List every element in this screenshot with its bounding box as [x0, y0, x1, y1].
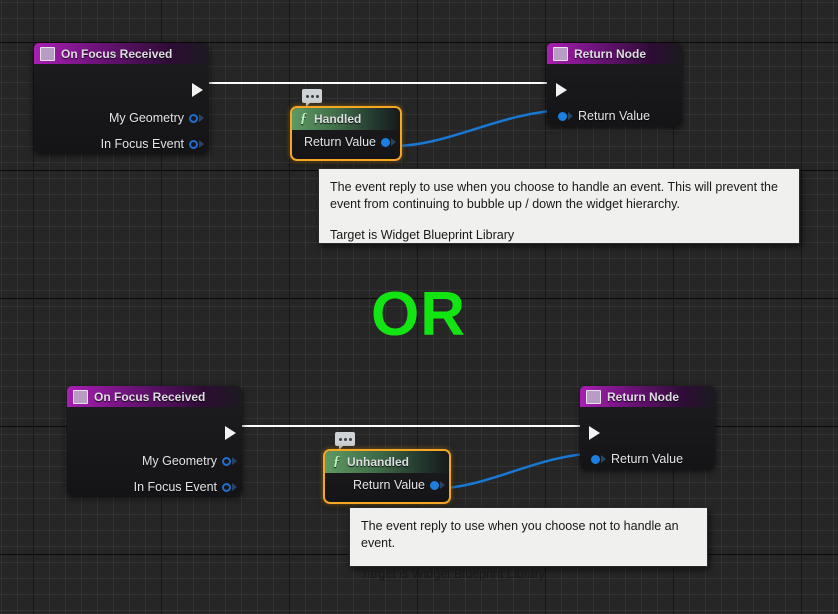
pin-label: Return Value [611, 452, 684, 466]
pin-return-value[interactable]: Return Value [299, 135, 396, 149]
node-unhandled[interactable]: ƒ Unhandled Return Value [323, 449, 451, 504]
struct-pin-icon [222, 482, 237, 492]
pin-exec-in[interactable] [589, 426, 600, 440]
node-title: Return Node [574, 46, 646, 61]
pin-my-geometry[interactable]: My Geometry [104, 111, 204, 125]
exec-pin-icon [192, 83, 203, 97]
pin-return-value[interactable]: Return Value [348, 478, 445, 492]
data-wire-1 [392, 108, 566, 148]
node-header: On Focus Received [34, 43, 209, 64]
function-f-icon: ƒ [300, 111, 307, 126]
tooltip-paragraph: Target is Widget Blueprint Library [330, 228, 515, 242]
node-return-1[interactable]: Return Node Return Value [547, 43, 682, 126]
pin-label: Return Value [578, 109, 651, 123]
pin-label: My Geometry [108, 111, 184, 125]
node-on-focus-received-2[interactable]: On Focus Received My Geometry In Focus E… [67, 386, 242, 496]
pin-exec-out[interactable] [192, 83, 203, 97]
event-node-icon [73, 389, 88, 404]
tooltip-unhandled: The event reply to use when you choose n… [349, 507, 708, 581]
exec-pin-icon [556, 83, 567, 97]
pin-label: In Focus Event [100, 137, 184, 151]
node-on-focus-received-1[interactable]: On Focus Received My Geometry In Focus E… [34, 43, 209, 153]
pin-exec-out[interactable] [225, 426, 236, 440]
function-f-icon: ƒ [333, 454, 340, 469]
node-return-2[interactable]: Return Node Return Value [580, 386, 715, 469]
return-node-icon [553, 46, 568, 61]
pin-label: Return Value [352, 478, 425, 492]
tooltip-paragraph: The event reply to use when you choose n… [361, 519, 679, 550]
data-wire-2 [430, 451, 599, 491]
tooltip-handled: The event reply to use when you choose t… [318, 168, 800, 244]
event-node-icon [40, 46, 55, 61]
struct-pin-icon [430, 480, 445, 490]
pin-return-value[interactable]: Return Value [558, 109, 655, 123]
node-title: Unhandled [347, 455, 409, 469]
comment-bubble-icon[interactable] [302, 89, 322, 107]
node-handled[interactable]: ƒ Handled Return Value [290, 106, 402, 161]
struct-pin-icon [591, 454, 606, 464]
pin-my-geometry[interactable]: My Geometry [137, 454, 237, 468]
node-header: Return Node [547, 43, 682, 64]
pin-label: My Geometry [141, 454, 217, 468]
pin-label: In Focus Event [133, 480, 217, 494]
node-header: Return Node [580, 386, 715, 407]
struct-pin-icon [222, 456, 237, 466]
struct-pin-icon [558, 111, 573, 121]
pin-label: Return Value [303, 135, 376, 149]
node-header: On Focus Received [67, 386, 242, 407]
pin-in-focus-event[interactable]: In Focus Event [96, 137, 204, 151]
pin-in-focus-event[interactable]: In Focus Event [129, 480, 237, 494]
tooltip-paragraph: Target is Widget Blueprint Library [361, 567, 546, 581]
pin-return-value[interactable]: Return Value [591, 452, 688, 466]
return-node-icon [586, 389, 601, 404]
exec-pin-icon [589, 426, 600, 440]
node-title: Return Node [607, 389, 679, 404]
node-title: On Focus Received [61, 46, 173, 61]
node-title: On Focus Received [94, 389, 206, 404]
struct-pin-icon [189, 139, 204, 149]
node-header: ƒ Handled [292, 108, 400, 130]
or-label: OR [371, 280, 466, 349]
node-title: Handled [314, 112, 362, 126]
node-header: ƒ Unhandled [325, 451, 449, 473]
comment-bubble-icon[interactable] [335, 432, 355, 450]
struct-pin-icon [381, 137, 396, 147]
struct-pin-icon [189, 113, 204, 123]
exec-pin-icon [225, 426, 236, 440]
pin-exec-in[interactable] [556, 83, 567, 97]
tooltip-paragraph: The event reply to use when you choose t… [330, 180, 778, 211]
